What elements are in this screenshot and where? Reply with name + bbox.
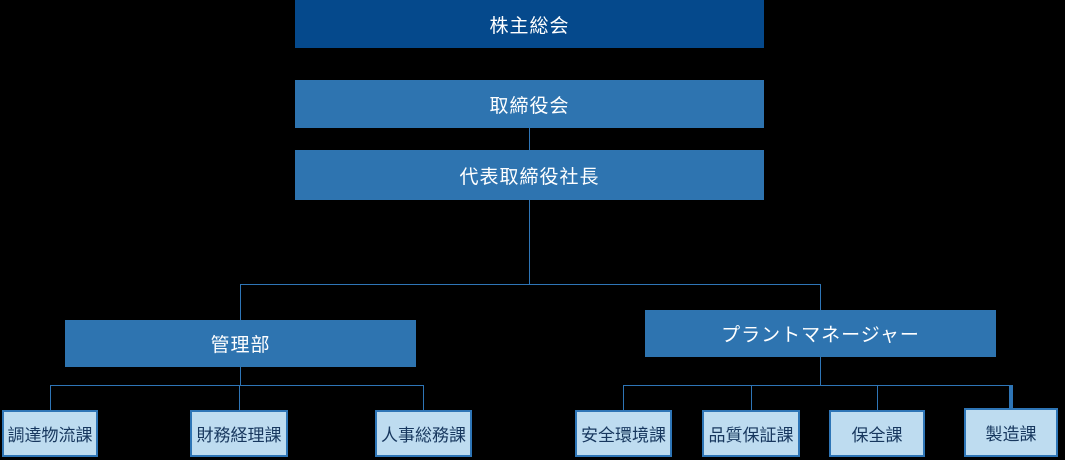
org-node-finance-accounting: 財務経理課 bbox=[190, 410, 288, 457]
connector-line bbox=[820, 357, 821, 385]
org-node-label: 人事総務課 bbox=[381, 426, 466, 445]
org-node-hr-general-affairs: 人事総務課 bbox=[375, 410, 472, 457]
org-node-label: 株主総会 bbox=[489, 15, 570, 37]
connector-line bbox=[623, 385, 624, 410]
org-node-procurement-logistics: 調達物流課 bbox=[2, 410, 98, 457]
connector-line bbox=[50, 385, 424, 386]
org-node-label: 品質保証課 bbox=[708, 426, 794, 445]
connector-line bbox=[50, 385, 51, 410]
org-node-quality-assurance: 品質保証課 bbox=[702, 410, 800, 457]
connector-line bbox=[529, 200, 530, 284]
org-node-label: 製造課 bbox=[985, 425, 1037, 444]
org-node-shareholders-meeting: 株主総会 bbox=[295, 0, 764, 48]
org-node-maintenance-section: 保全課 bbox=[829, 410, 925, 457]
org-node-label: プラントマネージャー bbox=[721, 325, 920, 346]
org-node-president: 代表取締役社長 bbox=[295, 150, 764, 200]
connector-line bbox=[751, 385, 752, 410]
connector-line-thick bbox=[1009, 385, 1013, 409]
connector-line bbox=[240, 367, 241, 385]
org-node-plant-manager: プラントマネージャー bbox=[645, 310, 996, 357]
connector-line bbox=[529, 128, 530, 150]
connector-line bbox=[820, 284, 821, 310]
connector-line bbox=[239, 385, 240, 410]
org-node-label: 代表取締役社長 bbox=[459, 166, 600, 188]
connector-line bbox=[423, 385, 424, 410]
org-node-label: 調達物流課 bbox=[7, 426, 93, 445]
org-node-label: 管理部 bbox=[210, 335, 271, 356]
org-node-label: 財務経理課 bbox=[196, 426, 282, 445]
connector-line bbox=[240, 284, 821, 285]
connector-line bbox=[240, 284, 241, 320]
connector-line bbox=[623, 385, 1013, 386]
org-node-safety-environment: 安全環境課 bbox=[575, 410, 672, 457]
org-node-board-of-directors: 取締役会 bbox=[295, 80, 764, 128]
org-node-manufacturing-section: 製造課 bbox=[964, 408, 1058, 457]
org-node-label: 保全課 bbox=[851, 426, 903, 445]
org-node-admin-department: 管理部 bbox=[65, 320, 416, 367]
org-node-label: 安全環境課 bbox=[581, 426, 666, 445]
org-node-label: 取締役会 bbox=[489, 95, 570, 117]
connector-line bbox=[877, 385, 878, 410]
